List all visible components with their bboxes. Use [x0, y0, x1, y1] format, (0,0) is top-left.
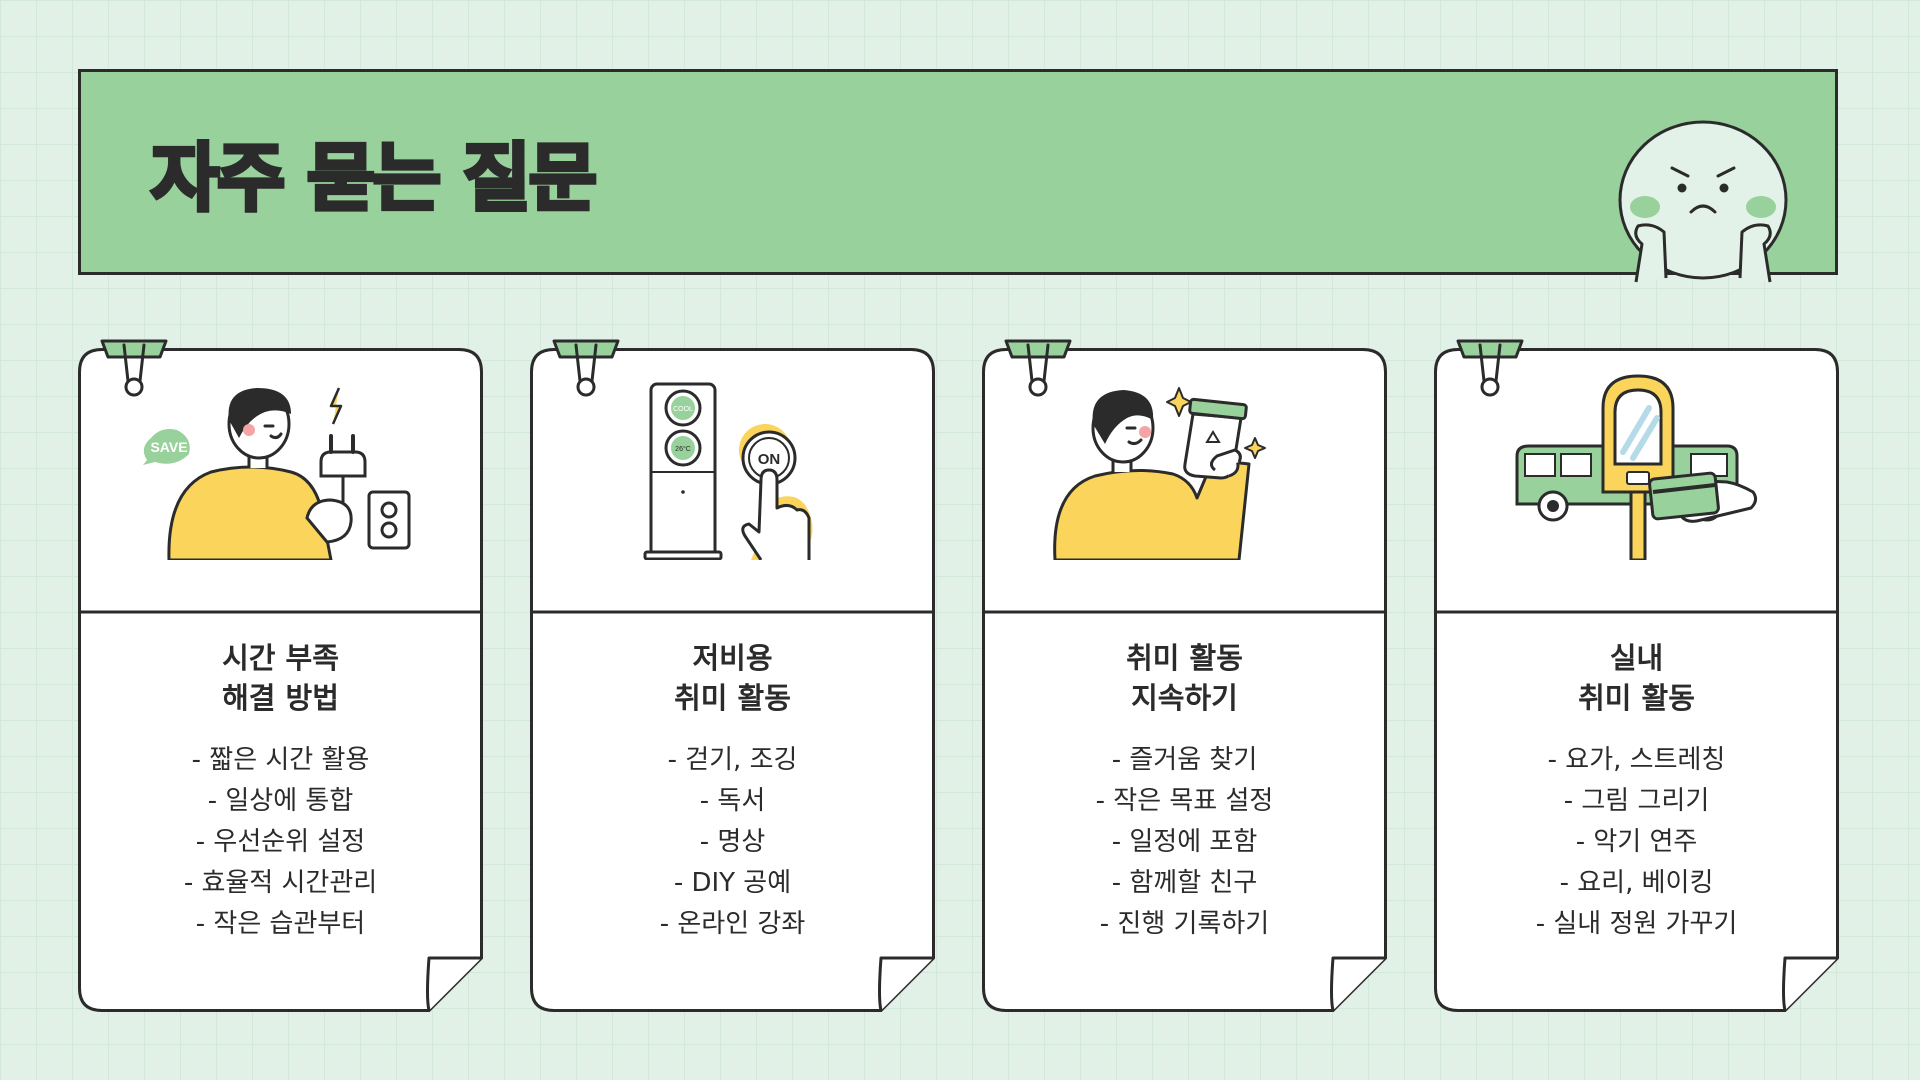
- card-item-list: - 걷기, 조깅 - 독서 - 명상 - DIY 공예 - 온라인 강좌: [530, 740, 935, 945]
- card-title-line-2: 해결 방법: [222, 681, 339, 715]
- mode-text: COOL: [673, 406, 693, 413]
- card-title-line-1: 실내: [1609, 641, 1664, 675]
- header-banner: 자주 묻는 질문: [78, 69, 1838, 275]
- card-title-line-2: 취미 활동: [674, 681, 791, 715]
- save-bubble-text: SAVE: [150, 439, 187, 455]
- binder-clip-icon: [1456, 339, 1524, 397]
- card-title: 저비용 취미 활동: [530, 638, 935, 718]
- list-item: - 작은 습관부터: [195, 909, 366, 939]
- card-title-line-1: 취미 활동: [1126, 641, 1243, 675]
- card-title: 실내 취미 활동: [1434, 638, 1839, 718]
- bus-card-icon: [1515, 374, 1758, 560]
- air-conditioner-icon: COOL 26°C ON: [643, 382, 813, 560]
- list-item: - 그림 그리기: [1563, 786, 1710, 816]
- list-item: - 효율적 시간관리: [183, 868, 378, 898]
- temperature-text: 26°C: [675, 445, 691, 453]
- card-title-line-2: 지속하기: [1131, 681, 1238, 715]
- card-paper: [1434, 348, 1839, 1012]
- list-item: - 즐거움 찾기: [1111, 745, 1258, 775]
- list-item: - 짧은 시간 활용: [191, 745, 370, 775]
- list-item: - 요가, 스트레칭: [1547, 745, 1726, 775]
- page-title: 자주 묻는 질문: [149, 134, 599, 224]
- binder-clip-icon: [100, 339, 168, 397]
- card-title: 시간 부족 해결 방법: [78, 638, 483, 718]
- list-item: - 일상에 통합: [207, 786, 354, 816]
- list-item: - DIY 공예: [673, 868, 792, 898]
- list-item: - 요리, 베이킹: [1559, 868, 1714, 898]
- list-item: - 악기 연주: [1575, 827, 1698, 857]
- list-item: - 실내 정원 가꾸기: [1535, 909, 1738, 939]
- card-title-line-2: 취미 활동: [1578, 681, 1695, 715]
- card-title: 취미 활동 지속하기: [982, 638, 1387, 718]
- binder-clip-icon: [1004, 339, 1072, 397]
- binder-clip-icon: [552, 339, 620, 397]
- list-item: - 걷기, 조깅: [667, 745, 798, 775]
- person-plug-icon: SAVE: [143, 387, 411, 560]
- list-item: - 온라인 강좌: [659, 909, 806, 939]
- card-paper: [530, 348, 935, 1012]
- card-item-list: - 짧은 시간 활용 - 일상에 통합 - 우선순위 설정 - 효율적 시간관리…: [78, 740, 483, 945]
- on-button-text: ON: [758, 451, 781, 468]
- faq-card-time: SAVE 시간 부족 해결 방법 - 짧은 시간 활용 - 일상에 통합 - 우…: [78, 339, 483, 1012]
- faq-card-low-cost: COOL 26°C ON 저비용 취미 활동 - 걷기, 조깅 - 독서 - 명…: [530, 339, 935, 1012]
- list-item: - 독서: [699, 786, 766, 816]
- card-title-line-1: 시간 부족: [222, 641, 339, 675]
- faq-card-indoor: 실내 취미 활동 - 요가, 스트레칭 - 그림 그리기 - 악기 연주 - 요…: [1434, 339, 1839, 1012]
- card-item-list: - 요가, 스트레칭 - 그림 그리기 - 악기 연주 - 요리, 베이킹 - …: [1434, 740, 1839, 945]
- list-item: - 진행 기록하기: [1099, 909, 1270, 939]
- list-item: - 명상: [699, 827, 766, 857]
- person-cup-icon: [1053, 387, 1266, 560]
- faq-card-sustain: 취미 활동 지속하기 - 즐거움 찾기 - 작은 목표 설정 - 일정에 포함 …: [982, 339, 1387, 1012]
- card-title-line-1: 저비용: [692, 641, 773, 675]
- list-item: - 일정에 포함: [1111, 827, 1258, 857]
- list-item: - 우선순위 설정: [195, 827, 366, 857]
- list-item: - 작은 목표 설정: [1095, 786, 1274, 816]
- list-item: - 함께할 친구: [1111, 868, 1258, 898]
- card-item-list: - 즐거움 찾기 - 작은 목표 설정 - 일정에 포함 - 함께할 친구 - …: [982, 740, 1387, 945]
- worried-face-mascot-icon: [1618, 120, 1788, 283]
